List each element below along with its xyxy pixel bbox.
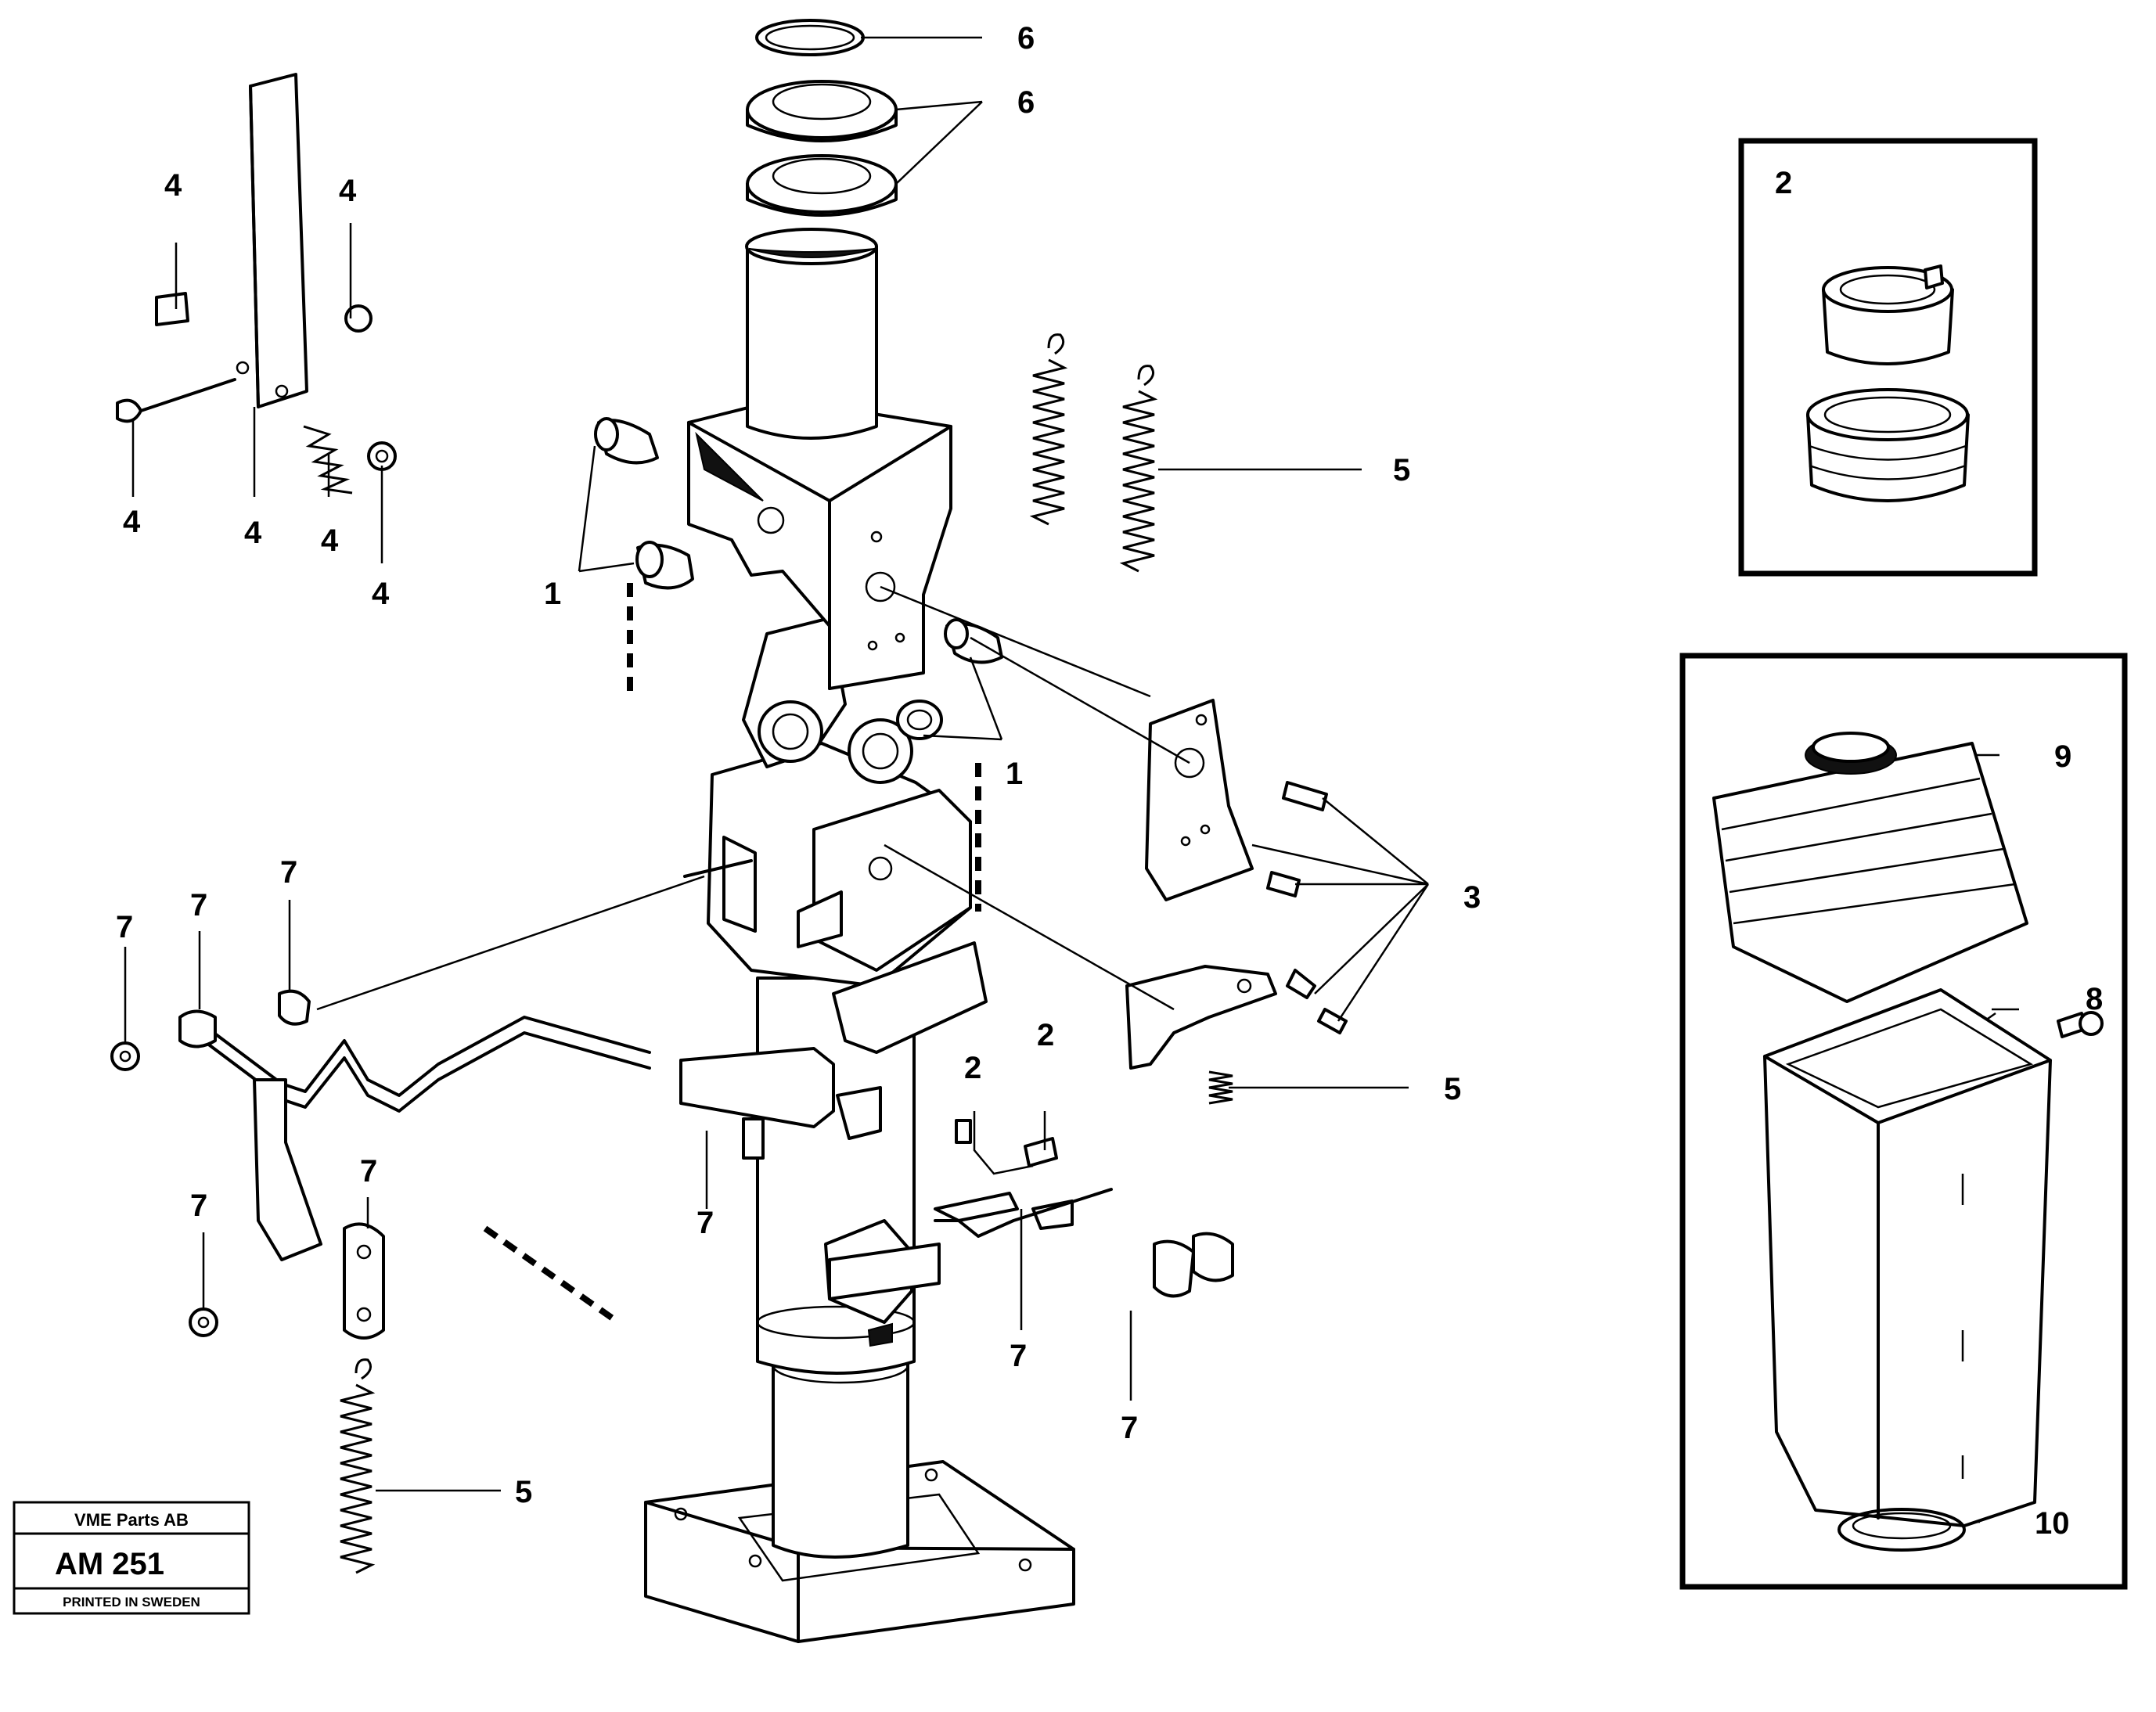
callout-label: 7 (190, 1189, 207, 1223)
callout-label: 7 (280, 855, 297, 890)
springs (303, 333, 1233, 1574)
callout-label: 7 (360, 1154, 377, 1189)
callout-label: 3 (1463, 880, 1481, 915)
callout-labels: 6 6 4 4 4 4 4 4 1 1 5 5 5 3 2 2 2 7 7 7 … (116, 21, 2103, 1541)
callout-label: 4 (244, 516, 262, 550)
leader-lines (124, 36, 2019, 1523)
callout-label: 4 (339, 174, 357, 208)
callout-label: 2 (1775, 166, 1792, 200)
dashed-guides (483, 583, 981, 1325)
callout-label: 1 (544, 577, 561, 611)
company-name: VME Parts AB (74, 1510, 189, 1530)
callout-label: 6 (1017, 21, 1035, 56)
callout-label: 5 (515, 1475, 532, 1509)
callout-label: 7 (1121, 1411, 1138, 1445)
inset-box-boot (1679, 653, 2128, 1590)
callout-label: 5 (1393, 453, 1410, 487)
callout-label: 4 (123, 505, 141, 539)
callout-label: 7 (116, 910, 133, 944)
callout-label: 9 (2054, 739, 2071, 774)
inset-box-2 (1738, 138, 2038, 577)
callout-label: 8 (2086, 982, 2103, 1016)
callout-label: 4 (321, 523, 339, 558)
callout-label: 4 (372, 577, 390, 611)
callout-label: 10 (2035, 1506, 2070, 1541)
steering-column (110, 19, 1348, 1643)
callout-label: 7 (1010, 1339, 1027, 1373)
callout-label: 6 (1017, 85, 1035, 120)
callout-label: 1 (1006, 757, 1023, 791)
drawing-number: AM 251 (55, 1547, 164, 1581)
callout-label: 5 (1444, 1072, 1461, 1106)
callout-label: 4 (164, 168, 182, 203)
printed-note: PRINTED IN SWEDEN (63, 1595, 200, 1609)
title-block: VME Parts AB AM 251 PRINTED IN SWEDEN (13, 1501, 250, 1615)
callout-label: 7 (190, 888, 207, 923)
callout-label: 2 (1037, 1018, 1054, 1052)
callout-label: 7 (696, 1206, 714, 1240)
callout-label: 2 (964, 1051, 981, 1085)
